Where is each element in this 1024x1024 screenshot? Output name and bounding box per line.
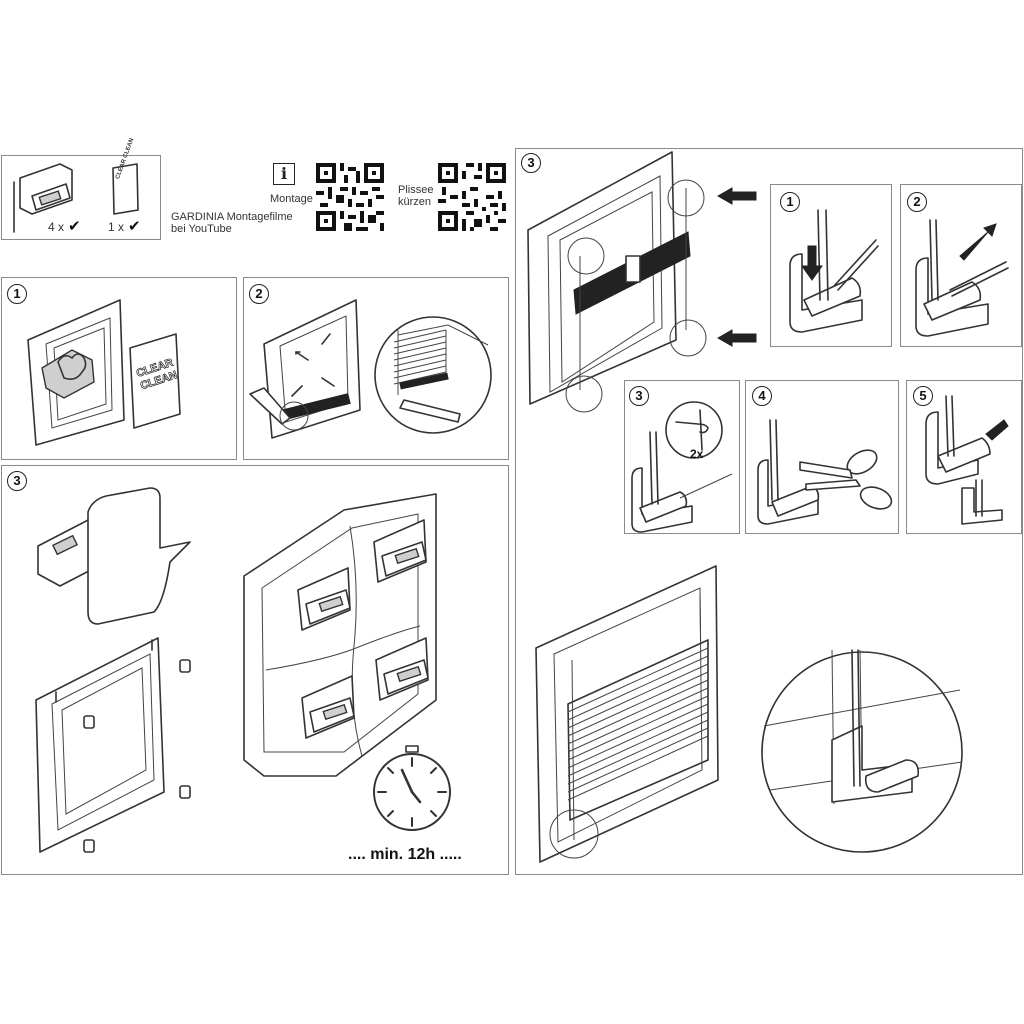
cleaner-quantity: 1 x (108, 220, 125, 234)
step-2-panel (243, 277, 509, 460)
substep-number: 1 (780, 192, 800, 212)
qr-label-kuerzen: kürzen (398, 196, 432, 208)
info-icon: i (273, 163, 295, 185)
step-number: 2 (249, 284, 269, 304)
step-1-panel (1, 277, 237, 460)
step-number: 1 (7, 284, 27, 304)
step-number: 3 (7, 471, 27, 491)
qr-label-montage: Montage (270, 193, 313, 205)
substep-number: 3 (629, 386, 649, 406)
youtube-line2: bei YouTube (171, 223, 232, 235)
bracket-quantity: 4 x (48, 220, 65, 234)
youtube-line1: GARDINIA Montagefilme (171, 211, 293, 223)
check-icon: ✔ (128, 218, 141, 235)
step-3-panel (1, 465, 509, 875)
check-icon: ✔ (68, 218, 81, 235)
repeat-count-label: 2x (690, 447, 704, 461)
substep-number: 5 (913, 386, 933, 406)
qr-label-plissee: Plissee (398, 184, 434, 196)
substep-number: 4 (752, 386, 772, 406)
step-number: 3 (521, 153, 541, 173)
qr-code-montage[interactable] (316, 163, 384, 231)
qr-code-plissee-kuerzen[interactable] (438, 163, 506, 231)
wait-time-label: .... min. 12h ..... (348, 846, 462, 863)
substep-number: 2 (907, 192, 927, 212)
